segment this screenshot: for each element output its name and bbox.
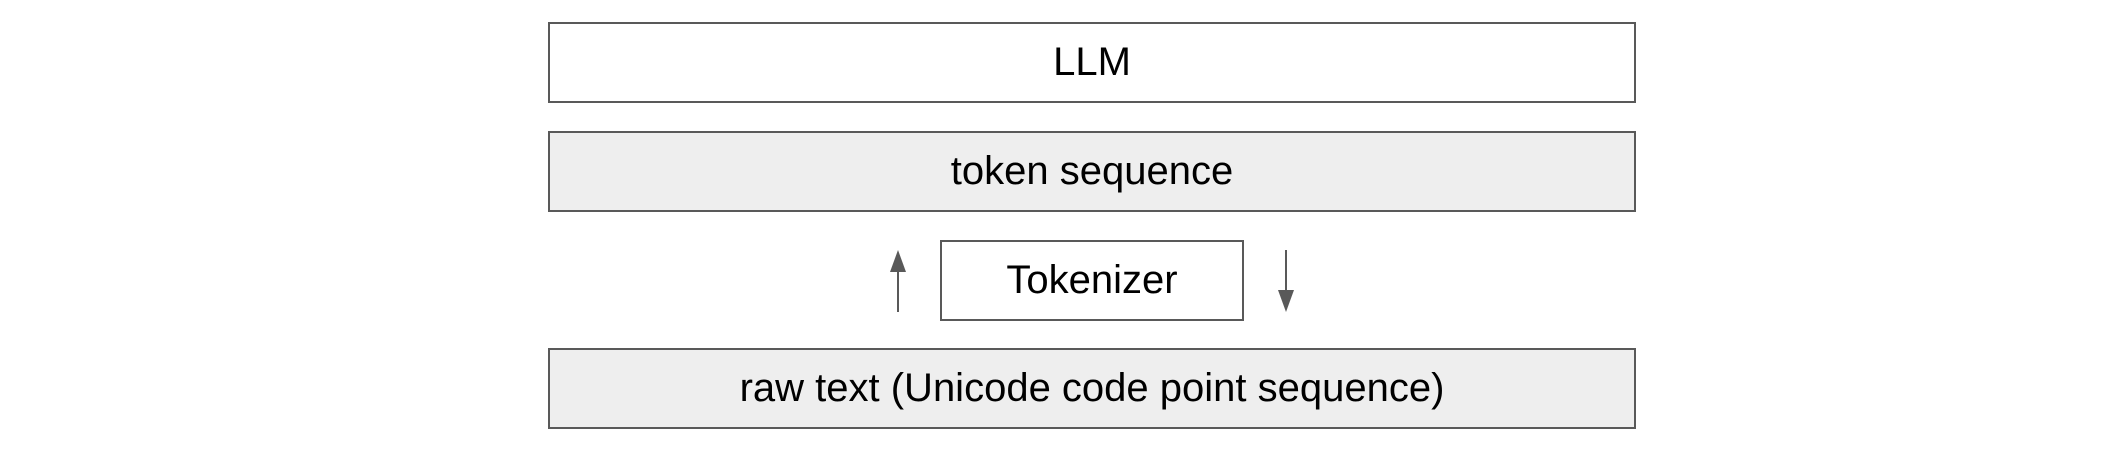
- tokenizer-label: Tokenizer: [1006, 258, 1178, 302]
- token-sequence-label: token sequence: [950, 149, 1234, 193]
- arrow-up-head: [890, 250, 906, 272]
- raw-text-label: raw text (Unicode code point sequence): [739, 366, 1445, 410]
- arrow-down-head: [1278, 290, 1294, 312]
- llm-label: LLM: [1053, 40, 1131, 84]
- llm-box: LLM: [548, 22, 1636, 103]
- token-sequence-box: token sequence: [548, 131, 1636, 212]
- decode-arrow-down: [1278, 250, 1294, 312]
- tokenizer-box: Tokenizer: [940, 240, 1244, 321]
- raw-text-box: raw text (Unicode code point sequence): [548, 348, 1636, 429]
- encode-arrow-up: [890, 250, 906, 312]
